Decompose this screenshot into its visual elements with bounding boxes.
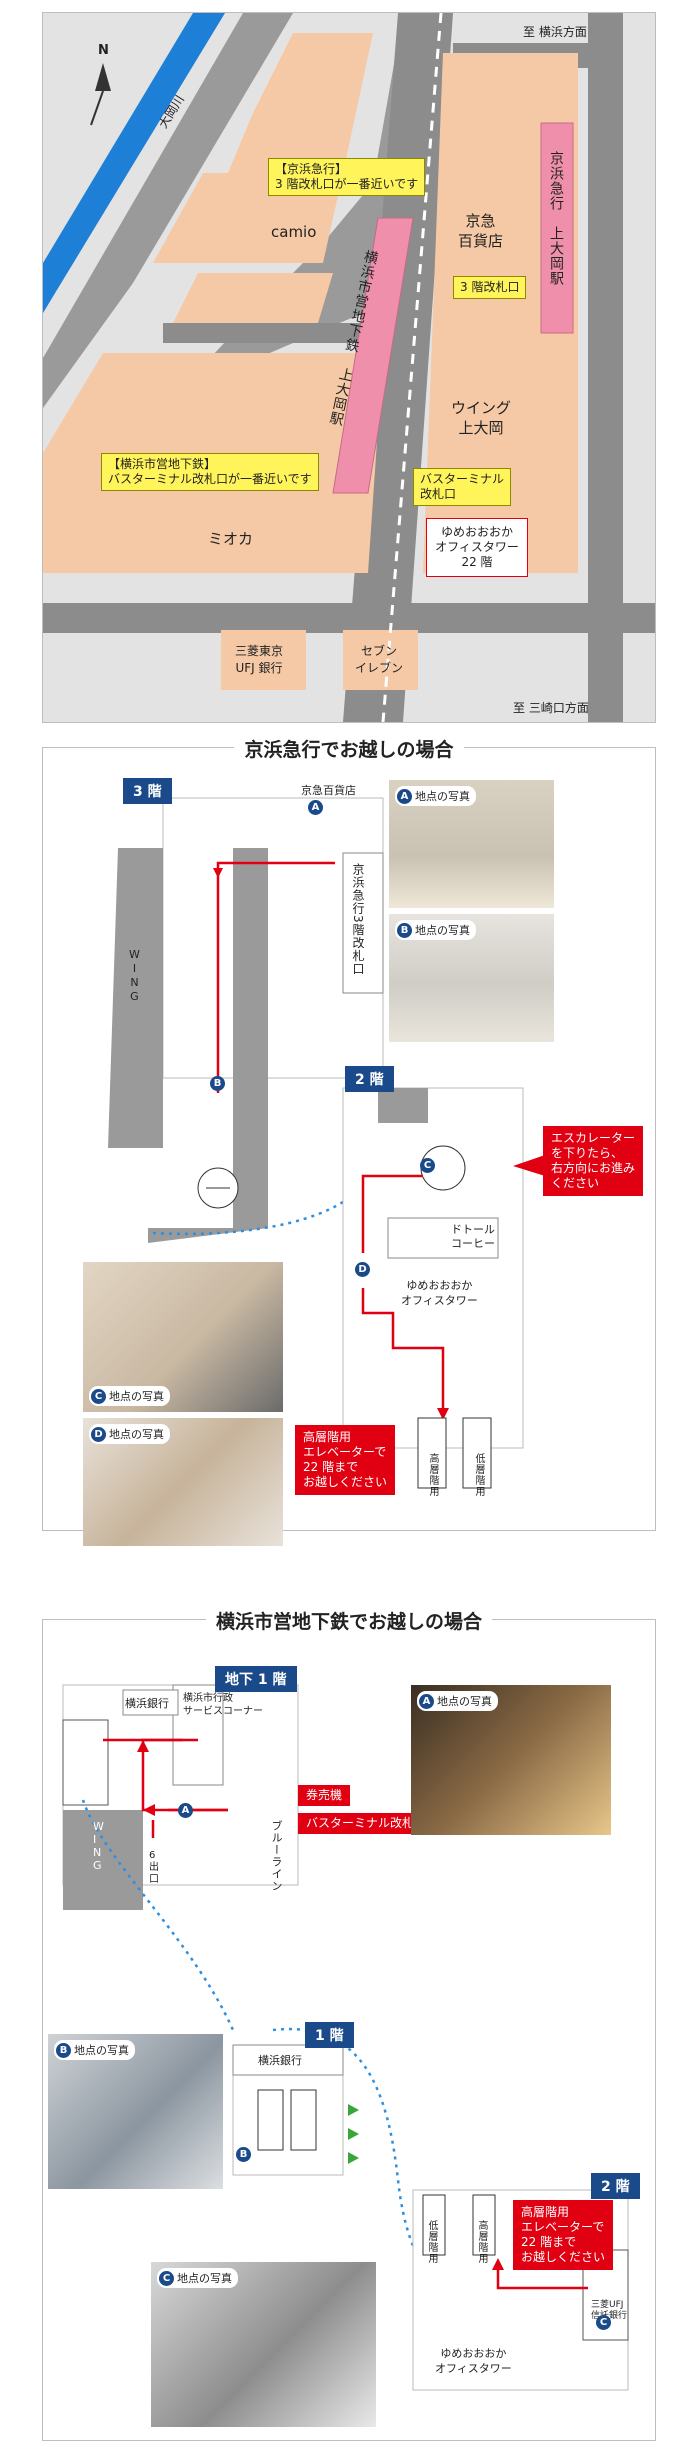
target-building: ゆめおおおか オフィスタワー 22 階 <box>426 518 528 577</box>
keikyu-callout: 【京浜急行】 3 階改札口が一番近いです <box>268 158 426 196</box>
low-elev-2f: 低層階用 <box>426 2220 437 2264</box>
mioka-label: ミオカ <box>208 530 254 548</box>
hamagin-1f: 横浜銀行 <box>258 2054 302 2067</box>
subway-section: 横浜市営地下鉄でお越しの場合 地下 1 階 横 <box>42 1611 656 2441</box>
doutor-label: ドトール コーヒー <box>451 1223 495 1250</box>
f1-badge: 1 階 <box>305 2022 354 2048</box>
map-drawing <box>43 13 655 722</box>
blueline-label: ブルーライン <box>270 1820 283 1892</box>
marker-c: C <box>420 1158 435 1173</box>
camio-label: camio <box>271 223 317 241</box>
sub-marker-a: A <box>178 1803 193 1818</box>
bus-gate-callout: バスターミナル 改札口 <box>413 468 512 506</box>
hamagin-b1: 横浜銀行 <box>125 1697 169 1710</box>
to-yokohama: 至 横浜方面 <box>523 25 587 39</box>
high-elev-2f: 高層階用 <box>476 2220 487 2264</box>
ufj-label: 三菱東京 UFJ 銀行 <box>235 644 284 675</box>
seven-label: セブン イレブン <box>355 644 404 675</box>
keikyu-section: 京浜急行でお越しの場合 3 階 京急百貨店 京浜急行3階改札口 W I N G <box>42 739 656 1546</box>
keikyu-section-title: 京浜急行でお越しの場合 <box>234 739 464 761</box>
exit6-label: 6 出 口 <box>149 1850 159 1885</box>
marker-d: D <box>355 1262 370 1277</box>
marker-b: B <box>210 1076 225 1091</box>
f2-badge: 2 階 <box>591 2173 640 2199</box>
office-2f-sub-label: ゆめおおおか オフィスタワー <box>435 2347 512 2375</box>
keikyu-gate-callout: 3 階改札口 <box>453 276 527 299</box>
floor2-badge: 2 階 <box>345 1066 394 1092</box>
wing-b1-label: W I N G <box>93 1820 104 1872</box>
ticket-label: 券売機 <box>298 1785 351 1806</box>
wing-label: ウイング 上大岡 <box>451 399 512 437</box>
keikyu-gate3-label: 京浜急行3階改札口 <box>351 863 365 976</box>
escalator-note: エスカレーター を下りたら、 右方向にお進み ください <box>543 1126 644 1196</box>
high-elev-label: 高層階用 <box>427 1453 438 1497</box>
keikyu-floorplan <box>108 797 545 1489</box>
sub-marker-c: C <box>596 2315 611 2330</box>
trust-bank-label: 三菱UFJ 信託銀行 <box>591 2300 628 2321</box>
keikyu-station-label: 京浜急行 上大岡駅 <box>548 151 564 286</box>
subway-elevator-note: 高層階用 エレベーターで 22 階まで お越しください <box>513 2200 614 2270</box>
subway-callout: 【横浜市営地下鉄】 バスターミナル改札口が一番近いです <box>101 453 319 491</box>
wing-3f-label: W I N G <box>129 948 140 1003</box>
marker-a: A <box>308 800 323 815</box>
north-label: N <box>98 43 109 58</box>
floor3-badge: 3 階 <box>123 778 172 804</box>
b1-badge: 地下 1 階 <box>215 1666 297 1692</box>
keikyu-dept-label-3f: 京急百貨店 <box>301 784 356 797</box>
subway-section-title: 横浜市営地下鉄でお越しの場合 <box>205 1611 492 1633</box>
area-map: N 大岡川 至 横浜方面 至 三崎口方面 camio 京急 百貨店 ウイング 上… <box>42 12 656 723</box>
sub-marker-b: B <box>236 2147 251 2162</box>
low-elev-label: 低層階用 <box>473 1453 484 1497</box>
elevator-note: 高層階用 エレベーターで 22 階まで お越しください <box>295 1425 396 1495</box>
bus-gate-label: バスターミナル改札 <box>298 1813 423 1834</box>
keikyu-dept-label: 京急 百貨店 <box>458 212 504 250</box>
admin-corner: 横浜市行政 サービスコーナー <box>183 1693 263 1717</box>
to-mitsuzawa: 至 三崎口方面 <box>513 701 589 715</box>
office-2f-label: ゆめおおおか オフィスタワー <box>401 1279 478 1307</box>
